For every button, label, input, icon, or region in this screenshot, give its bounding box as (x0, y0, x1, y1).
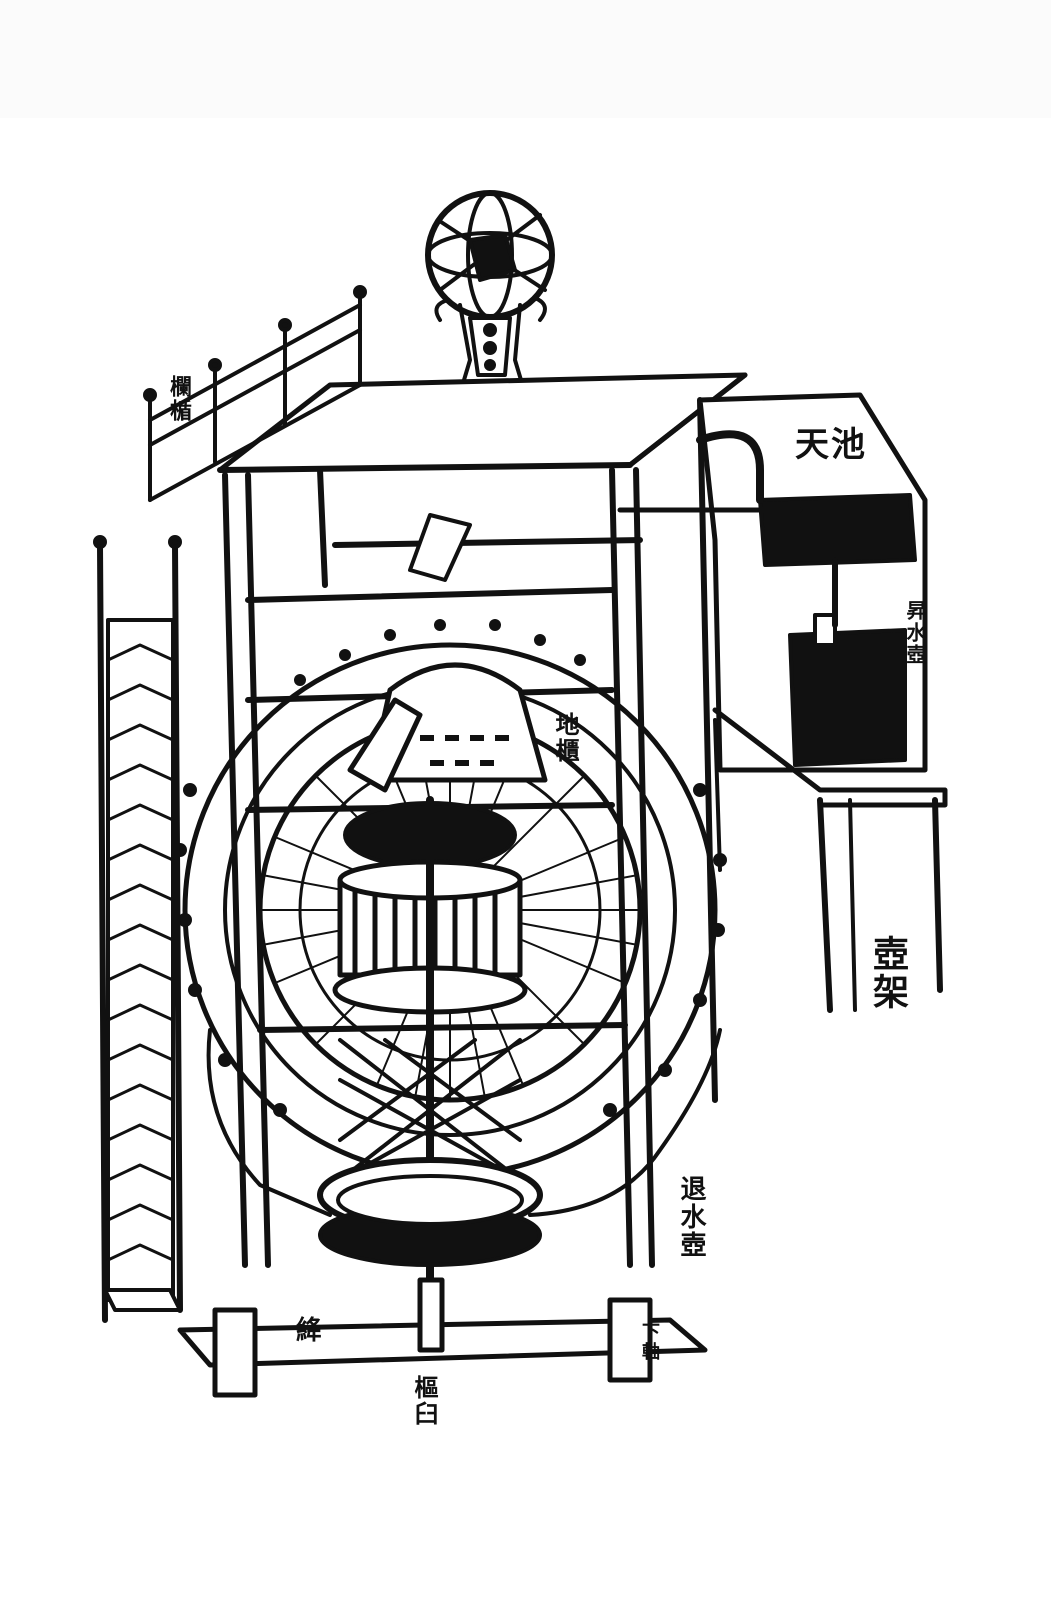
right-tanks (617, 392, 948, 1013)
bottom-beam (177, 1277, 708, 1398)
label-jiangqi: 絳 (296, 1316, 325, 1346)
lower-lattice (317, 1038, 543, 1267)
top-platform (217, 372, 748, 473)
label-tuishui-hu: 退水壺 (676, 1175, 706, 1259)
label-dihu: 地櫃 (551, 712, 580, 764)
label-shengshui-ke: 昇水壺 (903, 600, 927, 666)
label-lanqi: 欄楯 (166, 375, 192, 423)
gear-cage (332, 796, 528, 1344)
ladder (93, 535, 183, 1323)
upper-housing (347, 662, 548, 793)
top-band (0, 0, 1051, 118)
label-huke-jia: 壺架 (867, 935, 909, 1011)
top-railing (143, 285, 367, 502)
sump-basin (206, 1028, 722, 1217)
label-shugui: 樞臼 (410, 1375, 439, 1427)
label-tianchi: 天池 (795, 425, 867, 465)
bracket-box (408, 513, 472, 582)
label-xiaqu: 下軸 (639, 1322, 660, 1362)
